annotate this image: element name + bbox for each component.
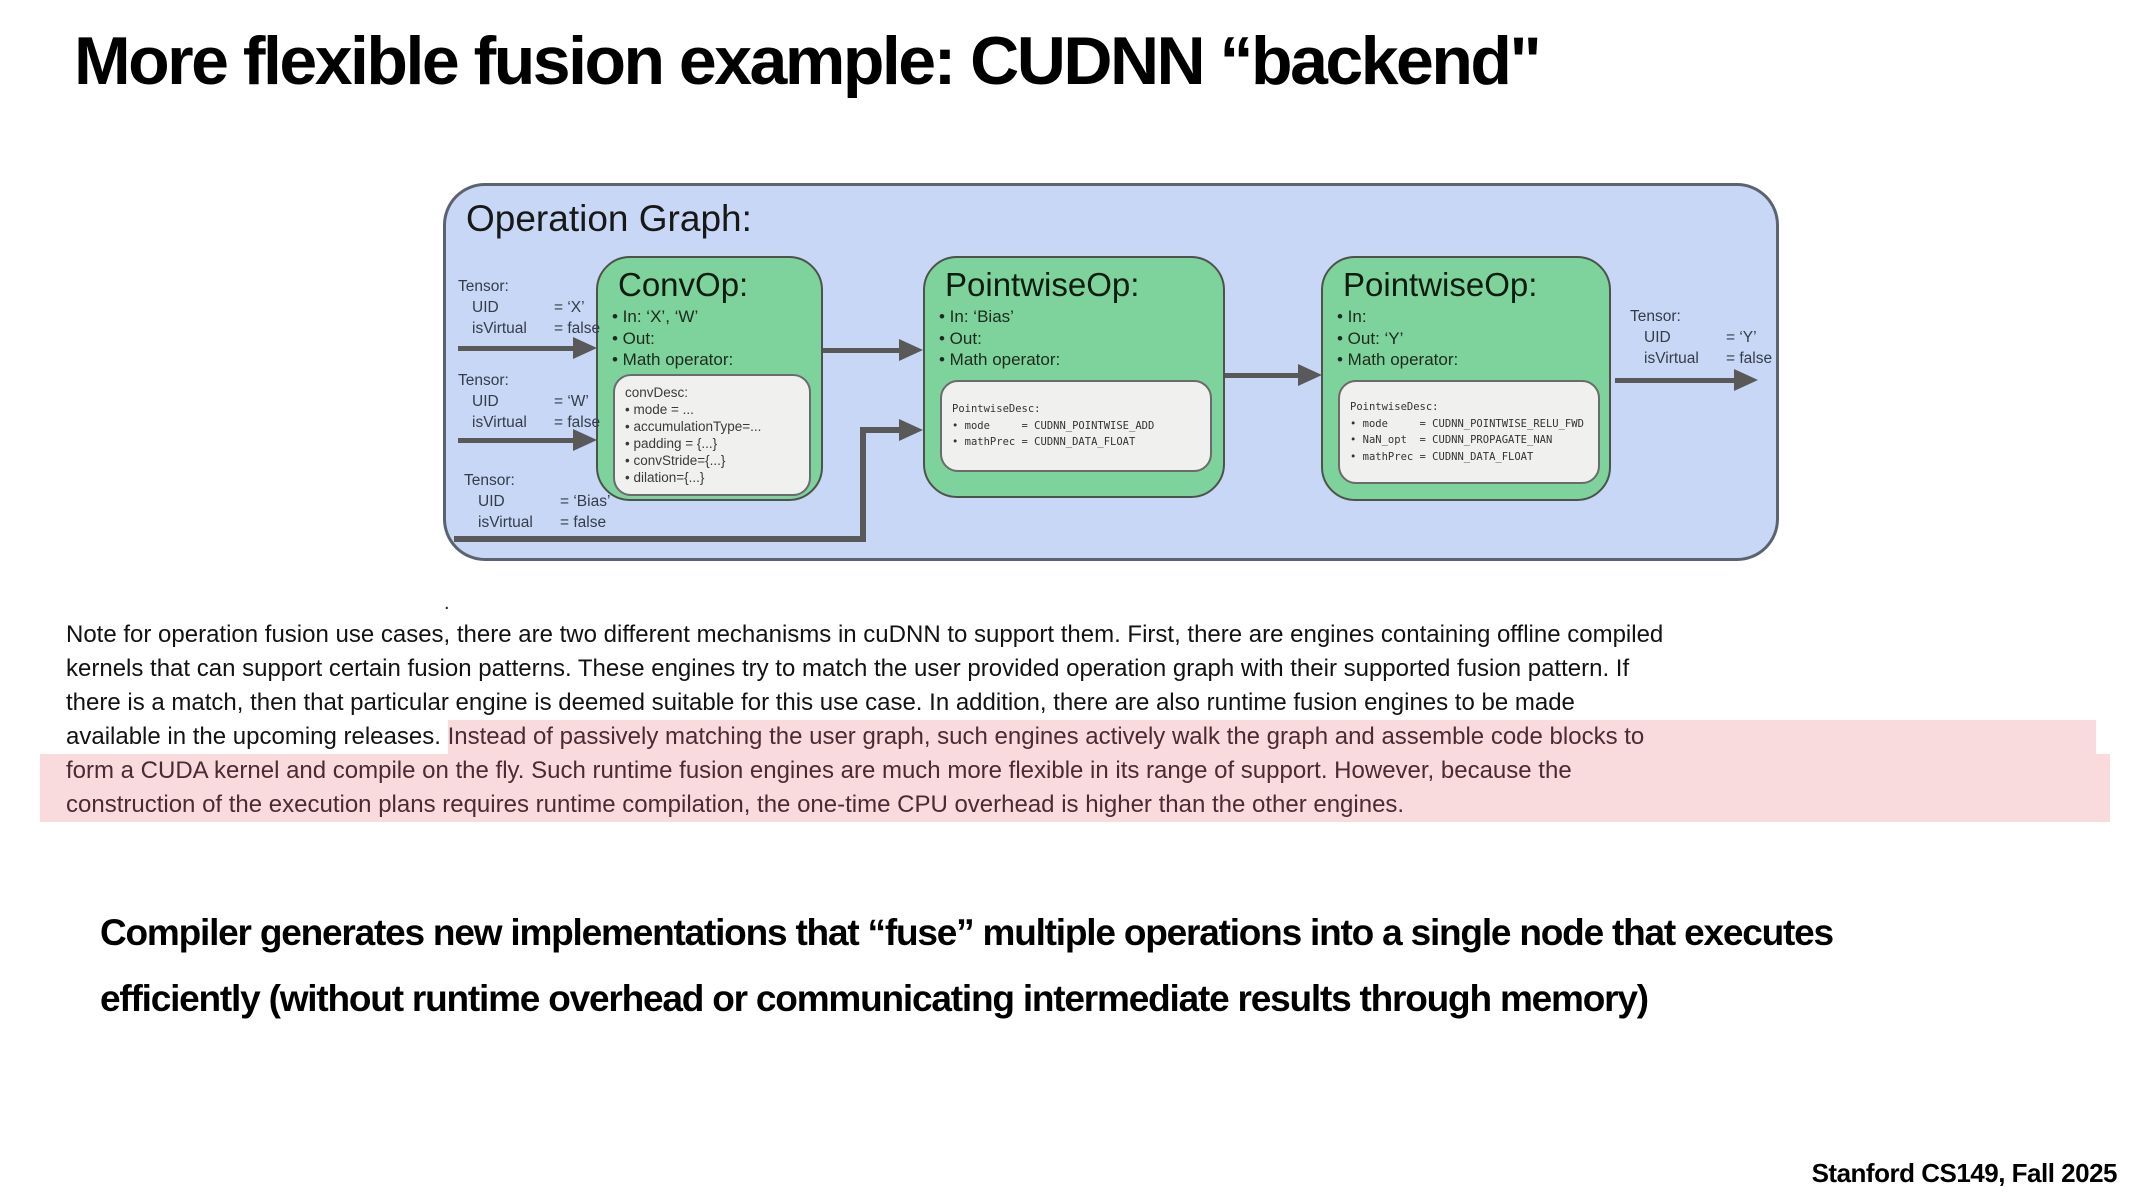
- takeaway-line: Compiler generates new implementations t…: [100, 912, 1834, 953]
- pointwisedesc2-box: PointwiseDesc: • mode = CUDNN_POINTWISE_…: [1338, 380, 1600, 484]
- takeaway-line: efficiently (without runtime overhead or…: [100, 978, 1649, 1019]
- tensor-bias-isvirtual-value: = false: [560, 514, 607, 531]
- tensor-y-uid-value: = ‘Y’: [1726, 329, 1757, 346]
- pointwiseop1-bullet-out: • Out:: [939, 328, 982, 348]
- tensor-y-arrowhead: [1734, 369, 1758, 391]
- highlighted-line: construction of the execution plans requ…: [40, 788, 2110, 822]
- convdesc-title: convDesc:: [625, 385, 689, 400]
- tensor-w-heading: Tensor:: [458, 372, 509, 389]
- pointwisedesc1-line: • mathPrec = CUDNN_DATA_FLOAT: [952, 436, 1136, 449]
- tensor-bias-uid-key: UID: [478, 493, 505, 510]
- stray-dot: .: [444, 592, 450, 614]
- page-title: More flexible fusion example: CUDNN “bac…: [74, 23, 1542, 99]
- course-footer: Stanford CS149, Fall 2025: [1811, 1158, 2118, 1188]
- paragraph-line: available in the upcoming releases. Inst…: [66, 720, 2096, 754]
- operation-graph-title: Operation Graph:: [466, 198, 752, 239]
- pointwiseop1-to-pointwiseop2-line: [1225, 373, 1300, 378]
- pointwisedesc2-line: • NaN_opt = CUDNN_PROPAGATE_NAN: [1350, 434, 1553, 446]
- paragraph-line: there is a match, then that particular e…: [66, 689, 1575, 716]
- tensor-y-isvirtual-key: isVirtual: [1644, 350, 1699, 367]
- paragraph-line: Note for operation fusion use cases, the…: [66, 621, 1664, 648]
- convdesc-line: • accumulationType=...: [625, 419, 762, 434]
- tensor-w-label: Tensor: UID = ‘W’ isVirtual = false: [458, 370, 600, 433]
- pointwisedesc2-line: • mode = CUDNN_POINTWISE_RELU_FWD: [1350, 417, 1584, 430]
- pointwisedesc2-line: • mathPrec = CUDNN_DATA_FLOAT: [1350, 450, 1534, 463]
- tensor-w-uid-value: = ‘W’: [554, 393, 589, 410]
- tensor-x-isvirtual-value: = false: [554, 320, 601, 337]
- convop-bullet-in: • In: ‘X’, ‘W’: [612, 307, 699, 326]
- pointwiseop2-node: PointwiseOp: • In: • Out: ‘Y’ • Math ope…: [1321, 256, 1611, 501]
- operation-graph-panel: Operation Graph: ConvOp: • In: ‘X’, ‘W’ …: [443, 183, 1779, 561]
- convop-node: ConvOp: • In: ‘X’, ‘W’ • Out: • Math ope…: [596, 256, 823, 501]
- convop-title: ConvOp:: [618, 266, 749, 303]
- convdesc-line: • mode = ...: [625, 402, 694, 417]
- tensor-bias-isvirtual-key: isVirtual: [478, 514, 533, 531]
- pointwiseop2-bullet-in: • In:: [1337, 307, 1367, 326]
- tensor-bias-line-top: [860, 427, 901, 433]
- tensor-w-isvirtual-value: = false: [554, 414, 601, 431]
- tensor-x-label: Tensor: UID = ‘X’ isVirtual = false: [458, 276, 600, 339]
- convop-to-pointwiseop1-line: [823, 348, 901, 353]
- tensor-x-arrow-line: [458, 346, 575, 351]
- pointwisedesc1-box: PointwiseDesc: • mode = CUDNN_POINTWISE_…: [940, 380, 1212, 472]
- pointwiseop1-to-pointwiseop2-arrowhead: [1298, 364, 1322, 386]
- pointwiseop1-bullets: • In: ‘Bias’ • Out: • Math operator:: [939, 306, 1223, 371]
- tensor-x-heading: Tensor:: [458, 278, 509, 295]
- convop-to-pointwiseop1-arrowhead: [899, 339, 923, 361]
- note-paragraph: Note for operation fusion use cases, the…: [40, 618, 2110, 822]
- tensor-y-label: Tensor: UID = ‘Y’ isVirtual = false: [1630, 306, 1772, 369]
- tensor-x-uid-value: = ‘X’: [554, 299, 585, 316]
- tensor-x-isvirtual-key: isVirtual: [472, 320, 527, 337]
- tensor-w-arrowhead: [573, 429, 597, 451]
- tensor-bias-line-bottom: [454, 536, 866, 542]
- highlighted-line: form a CUDA kernel and compile on the fl…: [40, 754, 2110, 788]
- tensor-y-isvirtual-value: = false: [1726, 350, 1773, 367]
- tensor-bias-line-vertical: [860, 427, 866, 542]
- pointwiseop1-bullet-math: • Math operator:: [939, 350, 1061, 369]
- convdesc-box: convDesc: • mode = ... • accumulationTyp…: [613, 374, 811, 496]
- tensor-bias-arrowhead: [899, 419, 923, 441]
- pointwiseop1-node: PointwiseOp: • In: ‘Bias’ • Out: • Math …: [923, 256, 1225, 498]
- convop-bullet-math: • Math operator:: [612, 350, 734, 369]
- tensor-x-uid-key: UID: [472, 299, 499, 316]
- tensor-y-arrow-line: [1615, 378, 1737, 383]
- tensor-bias-heading: Tensor:: [464, 472, 515, 489]
- convop-bullets: • In: ‘X’, ‘W’ • Out: • Math operator:: [612, 306, 821, 371]
- pointwiseop2-bullets: • In: • Out: ‘Y’ • Math operator:: [1337, 306, 1609, 371]
- convdesc-line: • dilation={...}: [625, 470, 705, 485]
- convdesc-line: • convStride={...}: [625, 453, 726, 468]
- convdesc-line: • padding = {...}: [625, 436, 718, 451]
- tensor-w-arrow-line: [458, 438, 575, 443]
- pointwisedesc1-title: PointwiseDesc:: [952, 403, 1041, 416]
- tensor-w-isvirtual-key: isVirtual: [472, 414, 527, 431]
- tensor-bias-label: Tensor: UID = ‘Bias’ isVirtual = false: [464, 470, 610, 533]
- highlighted-text: Instead of passively matching the user g…: [447, 720, 2096, 754]
- pointwiseop1-bullet-in: • In: ‘Bias’: [939, 307, 1014, 326]
- tensor-y-uid-key: UID: [1644, 329, 1671, 346]
- pointwiseop2-bullet-out: • Out: ‘Y’: [1337, 328, 1404, 348]
- pointwisedesc2-title: PointwiseDesc:: [1350, 401, 1439, 413]
- tensor-bias-uid-value: = ‘Bias’: [560, 493, 611, 510]
- pointwiseop1-title: PointwiseOp:: [945, 266, 1140, 303]
- tensor-y-heading: Tensor:: [1630, 308, 1681, 325]
- pointwiseop2-title: PointwiseOp:: [1343, 266, 1538, 303]
- pointwisedesc1-line: • mode = CUDNN_POINTWISE_ADD: [952, 419, 1155, 432]
- pointwiseop2-bullet-math: • Math operator:: [1337, 350, 1459, 369]
- tensor-x-arrowhead: [573, 337, 597, 359]
- takeaway-statement: Compiler generates new implementations t…: [100, 900, 2060, 1032]
- tensor-w-uid-key: UID: [472, 393, 499, 410]
- paragraph-line-plain-text: available in the upcoming releases.: [66, 723, 448, 750]
- paragraph-line: kernels that can support certain fusion …: [66, 655, 1630, 682]
- convop-bullet-out: • Out:: [612, 328, 655, 348]
